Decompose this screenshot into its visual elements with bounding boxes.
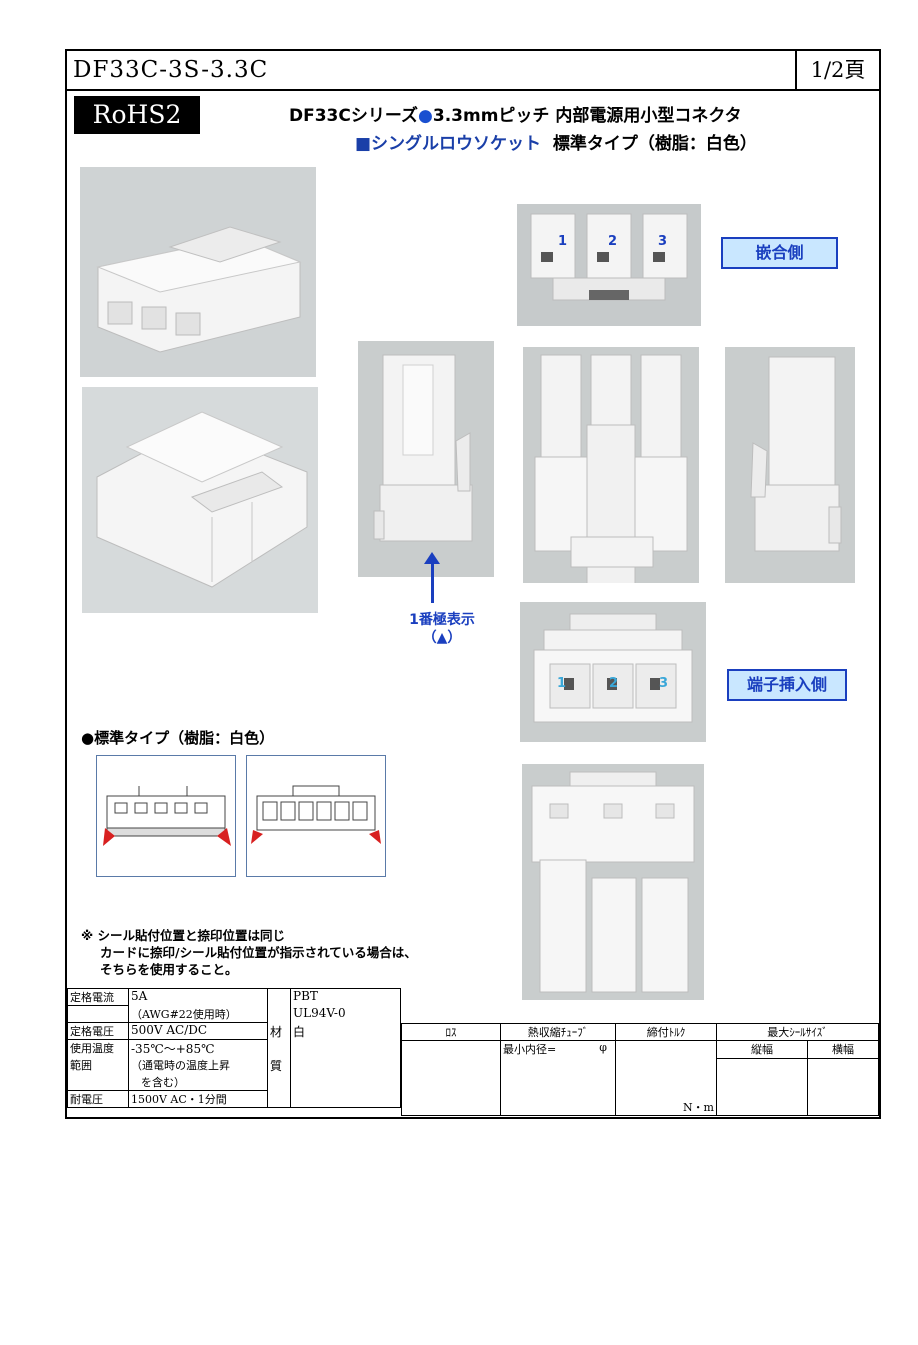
col-torque: 締付ﾄﾙｸ — [615, 1023, 717, 1041]
header-bar: DF33C-3S-3.3C 1/2頁 — [67, 51, 879, 91]
temp-label-2: 範囲 — [67, 1057, 129, 1074]
col-lot: ﾛｽ — [401, 1023, 501, 1041]
photo-iso-back — [82, 387, 318, 613]
mating-side-label: 嵌合側 — [721, 237, 838, 269]
pin1-label-line1: 1番極表示 — [409, 612, 475, 628]
series-description: 3.3mmピッチ 内部電源用小型コネクタ — [432, 106, 742, 126]
rated-current-value: 5A — [128, 988, 268, 1006]
pin1-arrow-shaft — [431, 561, 434, 603]
temp-note-2: を含む） — [128, 1074, 268, 1091]
pin-number-2: 2 — [608, 234, 618, 249]
drawing-double-row — [246, 755, 386, 877]
withstand-value: 1500V AC・1分間 — [128, 1090, 268, 1108]
marking-note: ※ シール貼付位置と捺印位置は同じ カードに捺印/シール貼付位置が指示されている… — [81, 927, 417, 978]
series-title: DF33Cシリーズ●3.3mmピッチ 内部電源用小型コネクタ — [289, 101, 742, 126]
arrow-up-icon — [424, 552, 440, 564]
spec-table: 定格電流 5A PBT （AWG#22使用時） UL94V-0 定格電圧 500… — [67, 988, 401, 1108]
photo-front — [523, 347, 699, 583]
part-number: DF33C-3S-3.3C — [73, 57, 269, 83]
rated-current-label: 定格電流 — [67, 988, 129, 1006]
note-line-2: カードに捺印/シール貼付位置が指示されている場合は、 — [100, 945, 417, 960]
product-variant: 標準タイプ（樹脂：白色） — [552, 134, 757, 154]
pin-number-3: 3 — [658, 234, 668, 249]
seal-width: 横幅 — [807, 1040, 879, 1059]
seal-height: 縦幅 — [716, 1040, 808, 1059]
rated-voltage-label: 定格電圧 — [67, 1022, 129, 1040]
pin1-indicator-label: 1番極表示 （▲） — [392, 611, 492, 647]
photo-mating-side — [517, 204, 701, 326]
terminal-side-label: 端子挿入側 — [727, 669, 847, 701]
tube-min-label: 最小内径= — [503, 1043, 557, 1056]
terminal-pin-number-1: 1 — [557, 676, 567, 691]
col-seal: 最大ｼｰﾙｻｲｽﾞ — [716, 1023, 879, 1041]
photo-side-left — [358, 341, 494, 577]
material-label-2: 質 — [267, 1057, 291, 1074]
product-type: ■シングルロウソケット — [355, 134, 542, 154]
photo-iso-front — [80, 167, 316, 377]
datasheet-frame: DF33C-3S-3.3C 1/2頁 RoHS2 DF33Cシリーズ●3.3mm… — [65, 49, 881, 1119]
material-line-3: 白 — [290, 1022, 401, 1040]
pin-number-1: 1 — [558, 234, 568, 249]
photo-terminal-side — [520, 602, 706, 742]
rated-current-note: （AWG#22使用時） — [128, 1005, 268, 1023]
drawing-single-row — [96, 755, 236, 877]
product-subtitle: ■シングルロウソケット 標準タイプ（樹脂：白色） — [355, 129, 757, 154]
material-line-1: PBT — [290, 988, 401, 1006]
rated-voltage-value: 500V AC/DC — [128, 1022, 268, 1040]
series-name: DF33Cシリーズ — [289, 106, 419, 126]
terminal-pin-number-3: 3 — [659, 676, 669, 691]
col-tube: 熱収縮ﾁｭｰﾌﾞ — [500, 1023, 616, 1041]
rohs-badge: RoHS2 — [74, 96, 200, 134]
tube-unit: φ — [599, 1041, 607, 1054]
standard-type-title: ●標準タイプ（樹脂：白色） — [81, 729, 275, 747]
process-table: ﾛｽ 熱収縮ﾁｭｰﾌﾞ 締付ﾄﾙｸ 最大ｼｰﾙｻｲｽﾞ 最小内径= φ N・m … — [401, 1023, 879, 1117]
torque-unit: N・m — [615, 1040, 717, 1116]
photo-top — [522, 764, 704, 1000]
temp-label-1: 使用温度 — [67, 1039, 129, 1057]
material-label-1: 材 — [267, 1022, 291, 1040]
withstand-label: 耐電圧 — [67, 1090, 129, 1108]
terminal-pin-number-2: 2 — [609, 676, 619, 691]
photo-side-right — [725, 347, 855, 583]
note-line-1: ※ シール貼付位置と捺印位置は同じ — [81, 928, 286, 943]
temp-value: -35℃～+85℃ — [128, 1039, 268, 1057]
page-number: 1/2頁 — [795, 51, 879, 89]
temp-note-1: （通電時の温度上昇 — [128, 1057, 268, 1074]
pin1-label-line2: （▲） — [422, 630, 462, 646]
bullet-dot-icon: ● — [418, 106, 433, 126]
tube-cell: 最小内径= φ — [500, 1040, 616, 1116]
material-line-2: UL94V-0 — [290, 1005, 401, 1023]
note-line-3: そちらを使用すること。 — [100, 962, 238, 977]
